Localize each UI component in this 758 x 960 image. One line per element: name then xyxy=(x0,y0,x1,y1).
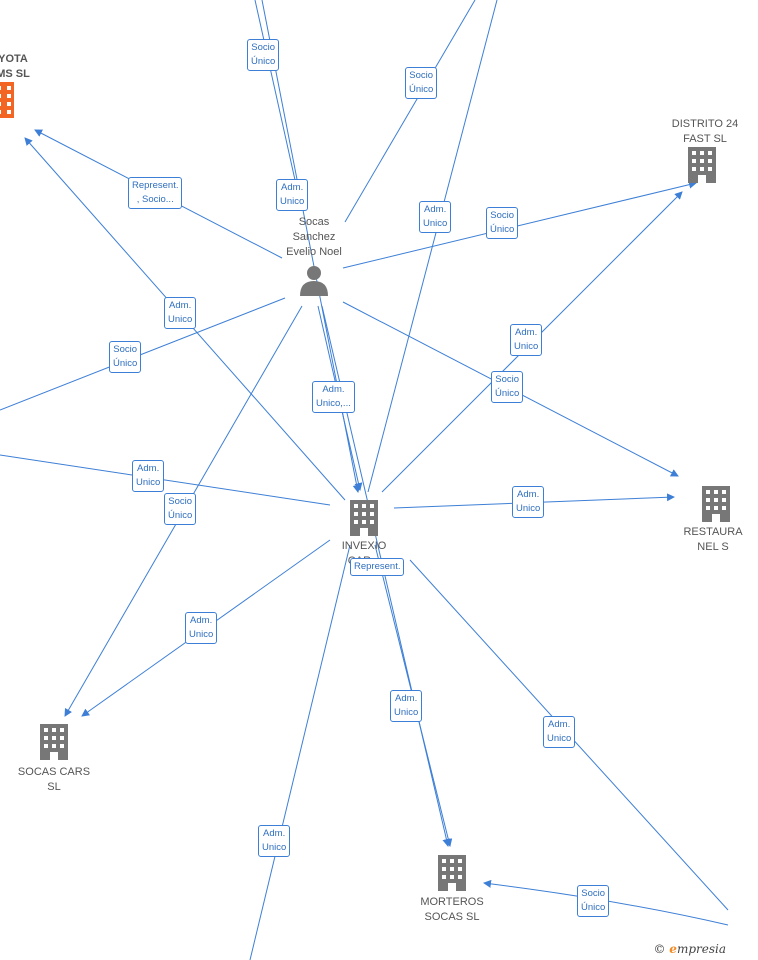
edge-label[interactable]: Adm. Unico xyxy=(419,201,452,233)
edge-label[interactable]: Adm. Unico xyxy=(132,460,165,492)
edge-label[interactable]: Represent. xyxy=(350,558,405,576)
person-icon xyxy=(300,266,328,296)
node-label: SOCAS CARS SL xyxy=(17,766,91,793)
edge-line xyxy=(344,0,476,223)
node-restaurante[interactable]: RESTAURA NEL S xyxy=(668,486,758,555)
node-label: DISTRITO 24 FAST SL xyxy=(671,118,739,145)
node-distrito[interactable]: DISTRITO 24 FAST SL xyxy=(660,117,750,183)
edge-line xyxy=(249,544,351,960)
edge-label[interactable]: Adm. Unico xyxy=(390,690,423,722)
building-icon xyxy=(688,147,716,183)
building-icon xyxy=(438,855,466,891)
edge-label[interactable]: Adm. Unico,... xyxy=(312,381,355,413)
brand-name: mpresia xyxy=(676,942,726,956)
node-label: YOTA MS SL xyxy=(0,53,30,80)
node-label: Socas Sanchez Evelio Noel xyxy=(286,216,342,258)
edge-line xyxy=(483,879,729,926)
building-icon xyxy=(40,724,68,760)
edge-label[interactable]: Adm. Unico xyxy=(510,324,543,356)
empresia-watermark: © empresia xyxy=(653,942,726,956)
edge-label[interactable]: Adm. Unico xyxy=(276,179,309,211)
edge-label[interactable]: Adm. Unico xyxy=(185,612,218,644)
edge-label[interactable]: Adm. Unico xyxy=(258,825,291,857)
edge-label[interactable]: Adm. Unico xyxy=(164,297,197,329)
node-label: RESTAURA NEL S xyxy=(683,526,743,553)
building-icon xyxy=(702,486,730,522)
copyright-icon: © xyxy=(653,942,666,956)
edge-label[interactable]: Adm. Unico xyxy=(512,486,545,518)
node-label: MORTEROS SOCAS SL xyxy=(420,896,484,923)
edge-line xyxy=(342,180,697,269)
edge-label[interactable]: Represent. , Socio... xyxy=(128,177,183,209)
edge-line xyxy=(0,297,286,411)
edge-label[interactable]: Socio Único xyxy=(405,67,438,99)
edge-label[interactable]: Socio Único xyxy=(491,371,524,403)
building-icon xyxy=(0,82,14,118)
node-toyota[interactable]: YOTA MS SL xyxy=(0,52,48,118)
edge-label[interactable]: Socio Único xyxy=(577,885,610,917)
edge-label[interactable]: Socio Único xyxy=(109,341,142,373)
edges-layer xyxy=(0,0,729,960)
edge-label[interactable]: Socio Único xyxy=(247,39,280,71)
edge-line xyxy=(254,0,296,181)
edge-label[interactable]: Adm. Unico xyxy=(543,716,576,748)
edge-label[interactable]: Socio Único xyxy=(164,493,197,525)
node-person[interactable]: Socas Sanchez Evelio Noel xyxy=(276,215,352,296)
building-icon xyxy=(350,500,378,536)
edge-line xyxy=(0,454,331,506)
node-socas-cars[interactable]: SOCAS CARS SL xyxy=(14,724,94,795)
brand-initial: e xyxy=(669,942,677,956)
node-morteros[interactable]: MORTEROS SOCAS SL xyxy=(412,855,492,925)
edge-label[interactable]: Socio Único xyxy=(486,207,519,239)
